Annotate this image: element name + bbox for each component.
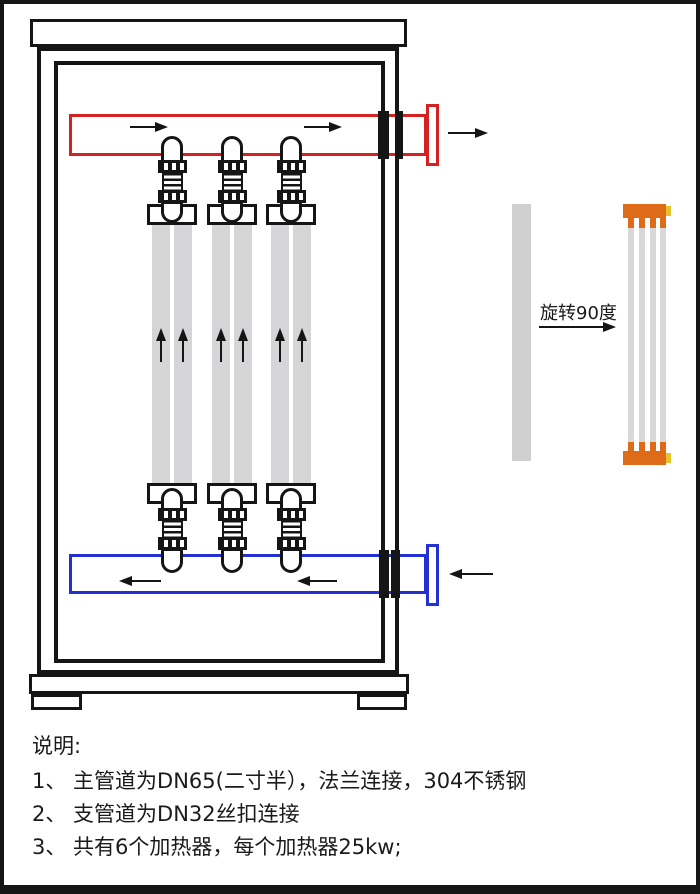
flow-arrow-right-icon: [304, 122, 342, 132]
flow-arrow-up-icon: [216, 328, 226, 362]
wall-seal-band: [379, 550, 389, 598]
coupling-nut-icon: [217, 160, 247, 173]
bundle-tube: [650, 228, 656, 442]
connector-dome-icon: [161, 136, 183, 163]
connector-dome-icon: [221, 548, 243, 573]
bundle-stub: [639, 442, 645, 451]
rotate-arrow-icon: [539, 322, 616, 332]
flow-arrow-right-icon: [130, 122, 168, 132]
bundle-stub: [639, 218, 645, 228]
bundle-tube: [660, 228, 666, 442]
coupling-nut-icon: [276, 508, 306, 521]
outlet-arrow-icon: [448, 128, 488, 138]
flow-arrow-left-icon: [119, 576, 161, 586]
heater-connector-bottom: [207, 483, 257, 573]
cabinet-foot-left: [31, 694, 82, 710]
inlet-pipe-blue: [69, 554, 427, 594]
connector-dome-icon: [280, 201, 302, 223]
bundle-stub: [628, 218, 634, 228]
bundle-terminal-tab: [666, 453, 671, 463]
bundle-stub: [628, 442, 634, 451]
coupling-nut-icon: [217, 190, 247, 203]
flow-arrow-up-icon: [238, 328, 248, 362]
heater-connector-top: [266, 136, 316, 226]
flow-arrow-left-icon: [297, 576, 337, 586]
coupling-nut-icon: [276, 190, 306, 203]
coupling-nut-icon: [217, 508, 247, 521]
coupling-nut-icon: [276, 537, 306, 550]
rotate-label: 旋转90度: [540, 303, 617, 324]
coupling-nut-icon: [157, 508, 187, 521]
cabinet-base: [29, 674, 409, 694]
wall-seal-band: [391, 550, 400, 598]
connector-dome-icon: [280, 548, 302, 573]
connector-dome-icon: [221, 201, 243, 223]
cabinet-foot-right: [357, 694, 407, 710]
coupling-nut-icon: [276, 160, 306, 173]
spring-coil-icon: [280, 173, 302, 191]
bundle-stub: [650, 442, 656, 451]
inlet-arrow-icon: [449, 569, 493, 579]
spring-coil-icon: [221, 173, 243, 191]
bundle-terminal-tab: [666, 206, 671, 216]
flow-arrow-up-icon: [275, 328, 285, 362]
bundle-header-bottom: [623, 451, 666, 465]
flow-arrow-up-icon: [156, 328, 166, 362]
heater-element-front-view: [623, 204, 673, 465]
note-item: 3、 共有6个加热器，每个加热器25kw;: [32, 835, 402, 859]
inlet-flange-blue: [426, 544, 439, 606]
bundle-tube: [639, 228, 645, 442]
heater-connector-top: [207, 136, 257, 226]
flow-arrow-up-icon: [297, 328, 307, 362]
wall-seal-band: [395, 111, 403, 159]
bundle-stub: [650, 218, 656, 228]
heater-connector-bottom: [266, 483, 316, 573]
coupling-nut-icon: [157, 160, 187, 173]
coupling-nut-icon: [217, 537, 247, 550]
connector-dome-icon: [161, 201, 183, 223]
wall-seal-band: [378, 111, 389, 159]
connector-dome-icon: [280, 136, 302, 163]
spring-coil-icon: [221, 520, 243, 538]
heater-connector-bottom: [147, 483, 197, 573]
spring-coil-icon: [161, 173, 183, 191]
note-item: 2、 支管道为DN32丝扣连接: [32, 802, 300, 826]
heater-connector-top: [147, 136, 197, 226]
spring-coil-icon: [161, 520, 183, 538]
note-item: 1、 主管道为DN65(二寸半），法兰连接，304不锈钢: [32, 769, 527, 793]
bundle-header-top: [623, 204, 666, 218]
connector-dome-icon: [161, 548, 183, 573]
bundle-stub: [660, 218, 666, 228]
spring-coil-icon: [280, 520, 302, 538]
bundle-tube: [628, 228, 634, 442]
bundle-stub: [660, 442, 666, 451]
notes-section: 说明: 1、 主管道为DN65(二寸半），法兰连接，304不锈钢 2、 支管道为…: [32, 731, 682, 864]
notes-list: 1、 主管道为DN65(二寸半），法兰连接，304不锈钢 2、 支管道为DN32…: [32, 765, 682, 864]
notes-title: 说明:: [32, 734, 82, 758]
connector-dome-icon: [221, 136, 243, 163]
outlet-pipe-red: [69, 114, 427, 156]
cabinet-top-cap: [30, 19, 407, 47]
outlet-flange-red: [426, 104, 439, 166]
coupling-nut-icon: [157, 190, 187, 203]
heater-element-side-view: [512, 204, 531, 461]
flow-arrow-up-icon: [178, 328, 188, 362]
coupling-nut-icon: [157, 537, 187, 550]
